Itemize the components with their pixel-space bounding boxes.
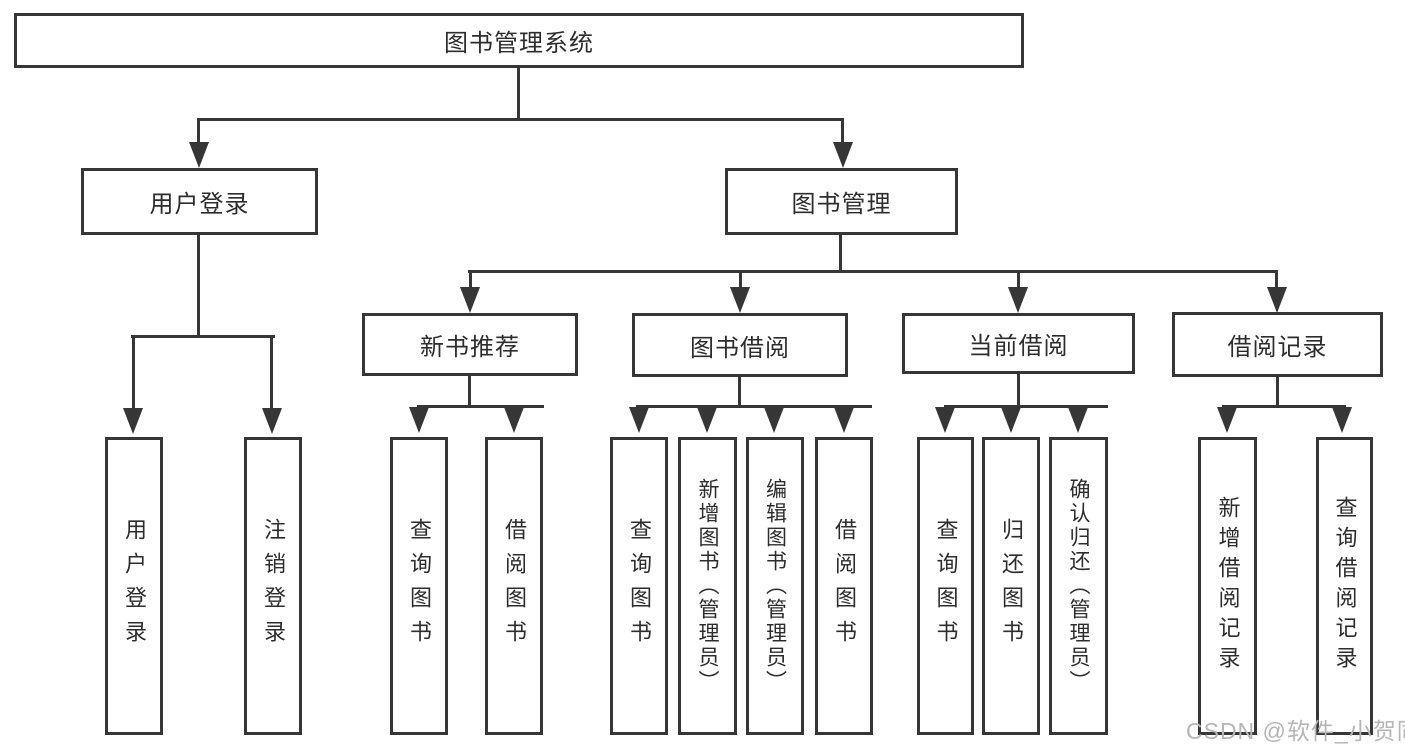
node-current-borrow-label: 当前借阅	[968, 333, 1069, 360]
leaf-user-login: 用户登录	[105, 437, 163, 735]
connector-line	[739, 270, 742, 289]
arrow-down-icon	[697, 407, 717, 433]
arrow-down-icon	[1217, 407, 1237, 433]
node-borrow-records: 借阅记录	[1172, 312, 1383, 377]
arrow-down-icon	[1068, 407, 1088, 433]
leaf-logout: 注销登录	[244, 437, 302, 735]
leaf-borrow-book-1-label: 借阅图书	[502, 518, 527, 654]
node-new-book-recommend: 新书推荐	[362, 313, 578, 376]
arrow-down-icon	[1008, 287, 1028, 313]
leaf-confirm-return-admin: 确认归还（管理员）	[1049, 437, 1108, 735]
connector-line-book-management-down	[839, 235, 842, 272]
leaf-return-book: 归还图书	[982, 437, 1040, 735]
connector-line	[132, 335, 135, 410]
arrow-down-icon	[123, 408, 143, 434]
connector-line-book-management-span	[468, 270, 1278, 273]
arrow-down-icon	[834, 407, 854, 433]
node-current-borrow: 当前借阅	[902, 313, 1135, 374]
arrow-down-icon	[189, 142, 209, 168]
node-user-login-label: 用户登录	[149, 191, 250, 218]
connector-line	[469, 270, 472, 289]
connector-line-current-borrow-down	[1017, 374, 1020, 407]
node-root: 图书管理系统	[14, 13, 1024, 68]
connector-line-book-borrow-down	[738, 377, 741, 407]
leaf-query-books-1-label: 查询图书	[407, 518, 432, 654]
leaf-borrow-book-2: 借阅图书	[815, 437, 873, 735]
node-book-borrow-label: 图书借阅	[690, 334, 790, 362]
node-new-book-recommend-label: 新书推荐	[420, 334, 520, 361]
node-borrow-records-label: 借阅记录	[1227, 334, 1328, 361]
connector-line-user-login-span	[131, 335, 275, 338]
arrow-down-icon	[409, 407, 429, 433]
leaf-query-books-1: 查询图书	[390, 437, 448, 735]
node-book-borrow: 图书借阅	[632, 313, 848, 377]
arrow-down-icon	[504, 407, 524, 433]
leaf-add-borrow-record-label: 新增借阅记录	[1215, 496, 1241, 676]
leaf-query-borrow-record-label: 查询借阅记录	[1332, 496, 1358, 676]
node-book-management-label: 图书管理	[791, 191, 892, 218]
connector-line	[270, 335, 273, 410]
leaf-query-borrow-record: 查询借阅记录	[1316, 437, 1373, 735]
connector-line-borrow-records-down	[1276, 377, 1279, 407]
arrow-down-icon	[1267, 287, 1287, 313]
leaf-return-book-label: 归还图书	[999, 518, 1024, 654]
watermark-text: CSDN @软件_小贺同学	[1186, 718, 1405, 744]
arrow-down-icon	[460, 287, 480, 313]
leaf-query-books-2: 查询图书	[610, 437, 668, 735]
arrow-down-icon	[629, 407, 649, 433]
leaf-query-books-3: 查询图书	[917, 437, 974, 735]
arrow-down-icon	[262, 408, 282, 434]
arrow-down-icon	[833, 142, 853, 168]
arrow-down-icon	[1332, 407, 1352, 433]
node-user-login: 用户登录	[81, 168, 318, 235]
leaf-borrow-book-2-label: 借阅图书	[832, 518, 857, 654]
connector-line-current-borrow-span	[944, 405, 1108, 408]
node-root-label: 图书管理系统	[444, 30, 594, 57]
leaf-user-login-label: 用户登录	[122, 518, 147, 654]
leaf-edit-book-admin-label: 编辑图书（管理员）	[763, 478, 787, 694]
leaf-query-books-2-label: 查询图书	[627, 518, 652, 654]
leaf-query-books-3-label: 查询图书	[933, 518, 959, 654]
connector-line-new-book-down	[468, 376, 471, 407]
arrow-down-icon	[935, 407, 955, 433]
connector-line	[1017, 270, 1020, 289]
leaf-add-book-admin-label: 新增图书（管理员）	[696, 478, 719, 694]
arrow-down-icon	[764, 407, 784, 433]
arrow-down-icon	[1001, 407, 1021, 433]
leaf-edit-book-admin: 编辑图书（管理员）	[746, 437, 804, 735]
connector-line-user-login-down	[197, 235, 200, 337]
connector-line	[1275, 270, 1278, 289]
connector-line-to-user-login	[197, 118, 200, 146]
leaf-confirm-return-admin-label: 确认归还（管理员）	[1067, 478, 1090, 694]
node-book-management: 图书管理	[725, 168, 958, 235]
connector-line-root-down	[517, 68, 520, 120]
leaf-add-book-admin: 新增图书（管理员）	[678, 437, 737, 735]
connector-line-to-book-management	[841, 118, 844, 146]
arrow-down-icon	[730, 287, 750, 313]
connector-line-new-book-span	[417, 405, 544, 408]
leaf-logout-label: 注销登录	[261, 518, 286, 654]
leaf-borrow-book-1: 借阅图书	[485, 437, 543, 735]
connector-line-borrow-records-span	[1222, 405, 1346, 408]
connector-line-book-borrow-span	[636, 405, 872, 408]
connector-line-root-span	[197, 118, 844, 121]
leaf-add-borrow-record: 新增借阅记录	[1198, 437, 1257, 735]
